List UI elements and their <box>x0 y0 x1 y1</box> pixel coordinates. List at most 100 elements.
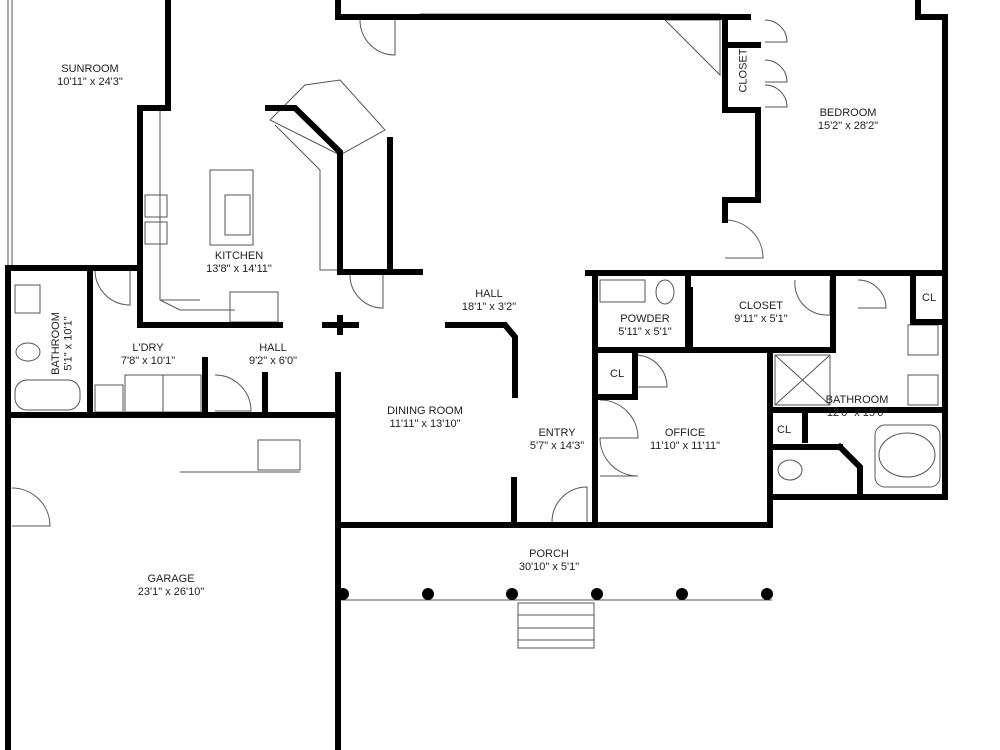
kitchen-island <box>209 169 254 246</box>
door-swing <box>724 219 764 259</box>
upper-stairs <box>663 19 721 77</box>
door-swing <box>857 279 887 309</box>
room-dims: 9'2" x 6'0" <box>248 355 298 367</box>
shower <box>774 354 831 406</box>
door-swing <box>349 274 384 309</box>
room-label-sunroom: SUNROOM 10'11" x 24'3" <box>57 63 123 89</box>
porch-columns <box>337 588 773 600</box>
room-dims: 15'2" x 28'2" <box>817 120 879 132</box>
wall <box>445 322 518 398</box>
kitchen-stairs <box>269 79 386 156</box>
room-dims: 5'1" x 10'1" <box>62 316 75 371</box>
room-dims: 11'11" x 13'10" <box>389 418 461 430</box>
door-swing <box>599 399 639 439</box>
room-name: PORCH <box>529 548 569 560</box>
room-dims: 5'7" x 14'3" <box>529 440 585 452</box>
door-swing <box>764 19 788 43</box>
porch-column <box>676 588 688 600</box>
room-label-hall-main: HALL 18'1" x 3'2" <box>462 288 516 314</box>
sink <box>144 194 168 218</box>
kitchen-counter <box>159 110 235 311</box>
closet-tag: CL <box>922 292 937 304</box>
closet-vertical-label: CLOSET <box>737 48 750 93</box>
closet-tag: CL <box>610 368 625 380</box>
walls-layer <box>5 0 948 750</box>
master-vanity <box>907 374 939 406</box>
closet-tag: CL <box>777 424 792 436</box>
washer <box>124 374 164 413</box>
room-label-bedroom: BEDROOM 15'2" x 28'2" <box>818 107 878 133</box>
room-label-bathroom-left: BATHROOM <box>50 312 63 375</box>
room-dims: 12'0" x 15'6" <box>826 407 888 419</box>
sink <box>144 221 168 245</box>
room-dims: 13'8" x 14'11" <box>206 263 272 275</box>
porch-column <box>337 588 349 600</box>
room-label-dining: DINING ROOM 11'11" x 13'10" <box>387 405 463 431</box>
door-swing <box>359 19 396 56</box>
wall <box>265 105 423 275</box>
room-name: BATHROOM <box>825 394 889 406</box>
wall <box>835 442 863 500</box>
room-label-bathroom-left-dims: 5'1" x 10'1" <box>63 316 76 370</box>
room-name: CLOSET <box>738 300 783 312</box>
room-label-hall-small: HALL 9'2" x 6'0" <box>249 342 297 368</box>
master-vanity <box>907 324 939 356</box>
garage-steps <box>257 439 301 471</box>
room-name: BATHROOM <box>49 312 62 375</box>
room-label-garage: GARAGE 23'1" x 26'10" <box>138 573 204 599</box>
vanity <box>14 284 41 314</box>
room-name: OFFICE <box>664 427 706 439</box>
cooktop <box>224 194 251 236</box>
room-name: KITCHEN <box>214 250 264 262</box>
room-label-closet-bed: CLOSET 9'11" x 5'1" <box>734 300 787 326</box>
porch-column <box>506 588 518 600</box>
master-tub-basin <box>878 432 936 478</box>
shower-x <box>774 354 831 406</box>
room-name: GARAGE <box>147 573 195 585</box>
toilet <box>15 342 41 362</box>
room-label-laundry: L'DRY 7'8" x 10'1" <box>121 342 175 368</box>
room-name: DINING ROOM <box>387 405 463 417</box>
kitchen-stair-rail <box>274 124 340 271</box>
door-swing <box>764 59 788 83</box>
bathtub <box>14 379 81 411</box>
room-dims: 18'1" x 3'2" <box>461 301 517 313</box>
door-swing <box>11 487 51 527</box>
room-label-kitchen: KITCHEN 13'8" x 14'11" <box>206 250 272 276</box>
room-name: L'DRY <box>132 342 164 354</box>
door-swing <box>794 279 831 316</box>
room-dims: 11'10" x 11'11" <box>649 440 721 452</box>
room-name: SUNROOM <box>61 63 119 75</box>
room-name: HALL <box>259 342 287 354</box>
door-swing <box>94 269 131 306</box>
room-dims: 30'10" x 5'1" <box>518 561 580 573</box>
door-swing <box>214 374 252 412</box>
room-name: HALL <box>475 288 503 300</box>
room-dims: 23'1" x 26'10" <box>137 586 205 598</box>
porch-column <box>761 588 773 600</box>
room-name: POWDER <box>620 313 670 325</box>
laundry-sink <box>94 384 124 413</box>
master-tub <box>874 424 941 488</box>
room-name: ENTRY <box>538 427 576 439</box>
room-label-entry: ENTRY 5'7" x 14'3" <box>530 427 584 453</box>
room-label-office: OFFICE 11'10" x 11'11" <box>650 427 720 453</box>
dryer <box>162 374 202 413</box>
room-name: BEDROOM <box>819 107 877 119</box>
room-label-porch: PORCH 30'10" x 5'1" <box>519 548 579 574</box>
room-label-powder: POWDER 5'11" x 5'1" <box>618 313 671 339</box>
room-dims: 7'8" x 10'1" <box>120 355 176 367</box>
door-swing <box>634 354 668 388</box>
powder-toilet <box>655 279 675 305</box>
porch-column <box>591 588 603 600</box>
door-swing <box>764 84 788 108</box>
porch-column <box>422 588 434 600</box>
door-swing <box>551 486 588 523</box>
room-dims: 10'11" x 24'3" <box>57 76 123 88</box>
powder-sink <box>599 279 646 303</box>
room-label-bathroom-master: BATHROOM 12'0" x 15'6" <box>826 394 889 420</box>
fridge <box>229 291 279 323</box>
door-swing <box>599 437 639 477</box>
